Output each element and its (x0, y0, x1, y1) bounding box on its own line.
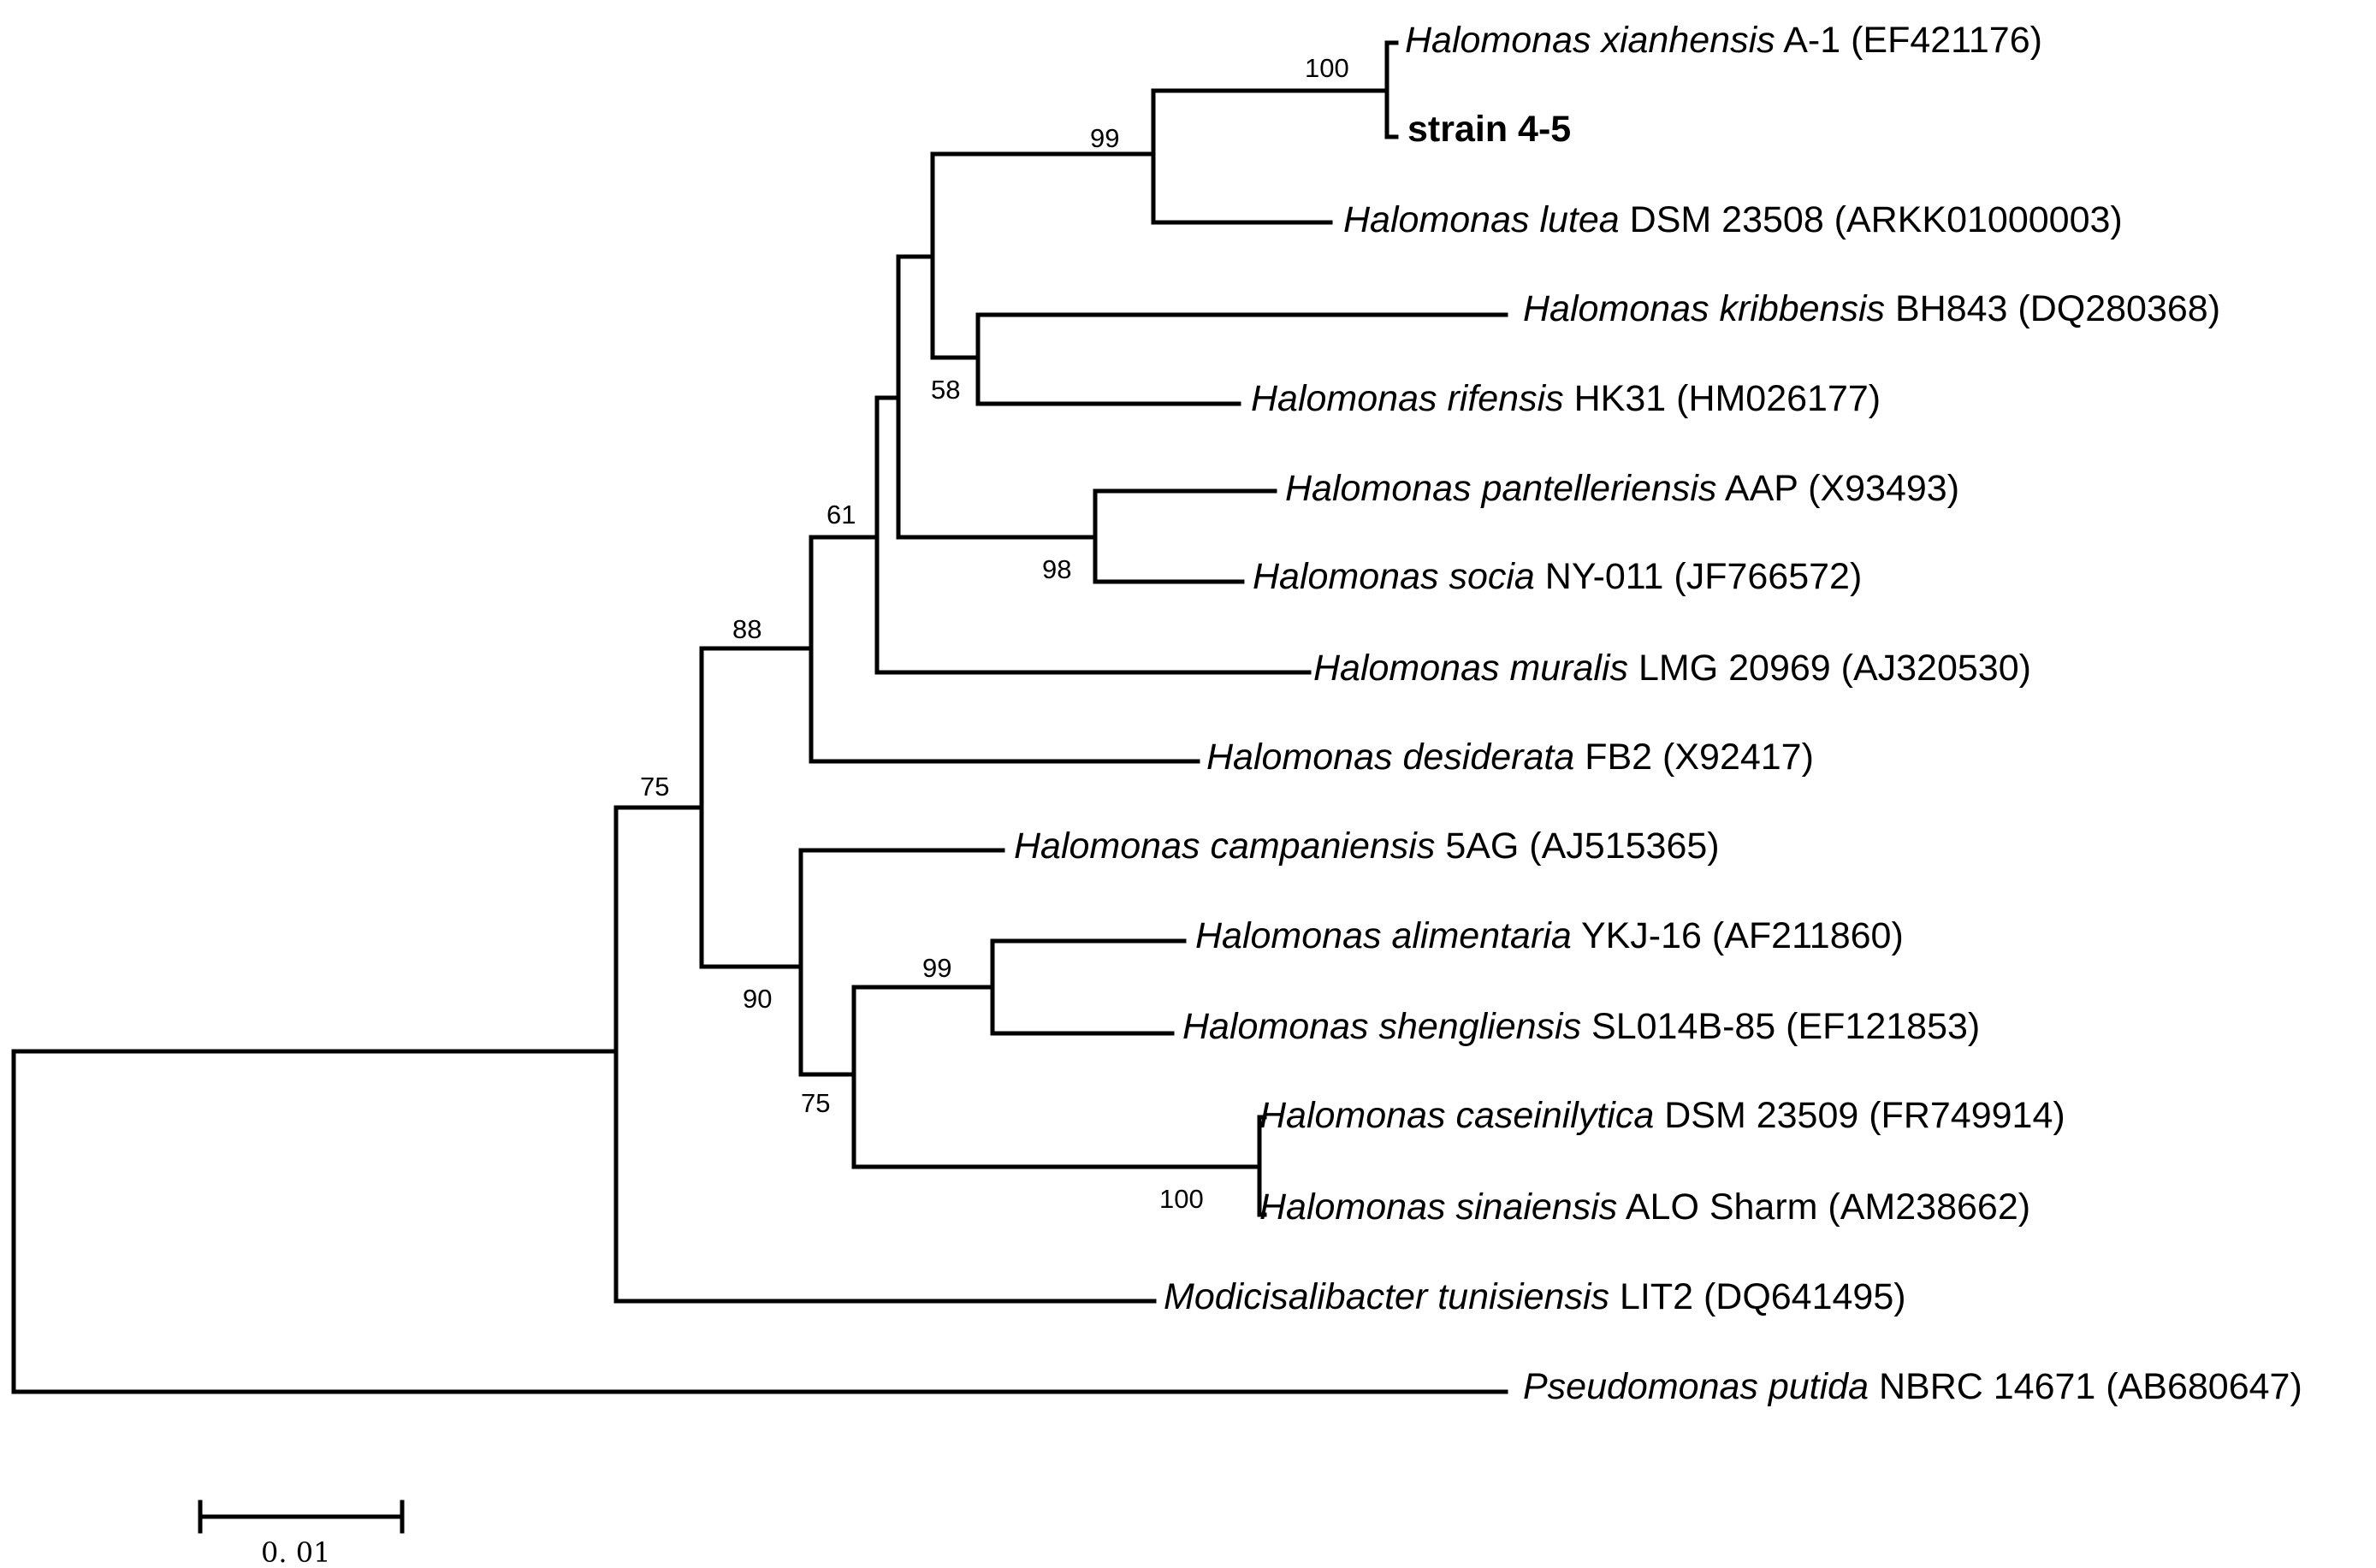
support-node100-bottom: 100 (1159, 1184, 1204, 1214)
taxon-labels: Halomonas xianhensis A-1 (EF421176) stra… (1014, 20, 2302, 1407)
taxon-label-shengliensis: Halomonas shengliensis SL014B-85 (EF1218… (1182, 1006, 1980, 1047)
taxon-label-socia: Halomonas socia NY-011 (JF766572) (1253, 556, 1862, 597)
taxon-label-lutea: Halomonas lutea DSM 23508 (ARKK01000003) (1343, 199, 2123, 240)
support-node98: 98 (1042, 554, 1071, 584)
taxon-label-pseudomonas: Pseudomonas putida NBRC 14671 (AB680647) (1523, 1366, 2302, 1407)
taxon-label-xianhensis: Halomonas xianhensis A-1 (EF421176) (1405, 20, 2042, 61)
support-node99-bottom: 99 (922, 953, 951, 983)
support-node61: 61 (827, 500, 856, 530)
taxon-label-caseinilytica: Halomonas caseinilytica DSM 23509 (FR749… (1259, 1095, 2065, 1136)
tree-branches (11, 40, 1508, 1394)
support-node90: 90 (743, 984, 772, 1014)
bootstrap-values: 100 99 58 98 61 88 75 90 99 75 100 (640, 53, 1349, 1214)
taxon-label-strain45: strain 4-5 (1407, 109, 1571, 150)
scale-bar: 0. 01 (198, 1500, 405, 1568)
support-node75-bottom: 75 (801, 1088, 830, 1118)
scale-bar-label: 0. 01 (261, 1536, 330, 1568)
taxon-label-alimentaria: Halomonas alimentaria YKJ-16 (AF211860) (1195, 915, 1904, 956)
support-node58: 58 (931, 375, 960, 405)
taxon-label-rifensis: Halomonas rifensis HK31 (HM026177) (1251, 378, 1881, 419)
taxon-label-kribbensis: Halomonas kribbensis BH843 (DQ280368) (1523, 288, 2220, 329)
support-node100-top: 100 (1305, 53, 1349, 83)
support-node99-top: 99 (1090, 123, 1119, 153)
support-node75-top: 75 (640, 772, 669, 802)
taxon-label-muralis: Halomonas muralis LMG 20969 (AJ320530) (1313, 648, 2031, 689)
taxon-label-pantelleriensis: Halomonas pantelleriensis AAP (X93493) (1285, 468, 1959, 509)
support-node88: 88 (732, 614, 761, 644)
taxon-label-desiderata: Halomonas desiderata FB2 (X92417) (1206, 737, 1814, 778)
taxon-label-campaniensis: Halomonas campaniensis 5AG (AJ515365) (1014, 825, 1720, 867)
taxon-label-modicisalibacter: Modicisalibacter tunisiensis LIT2 (DQ641… (1164, 1276, 1906, 1317)
taxon-label-sinaiensis: Halomonas sinaiensis ALO Sharm (AM238662… (1259, 1186, 2030, 1228)
